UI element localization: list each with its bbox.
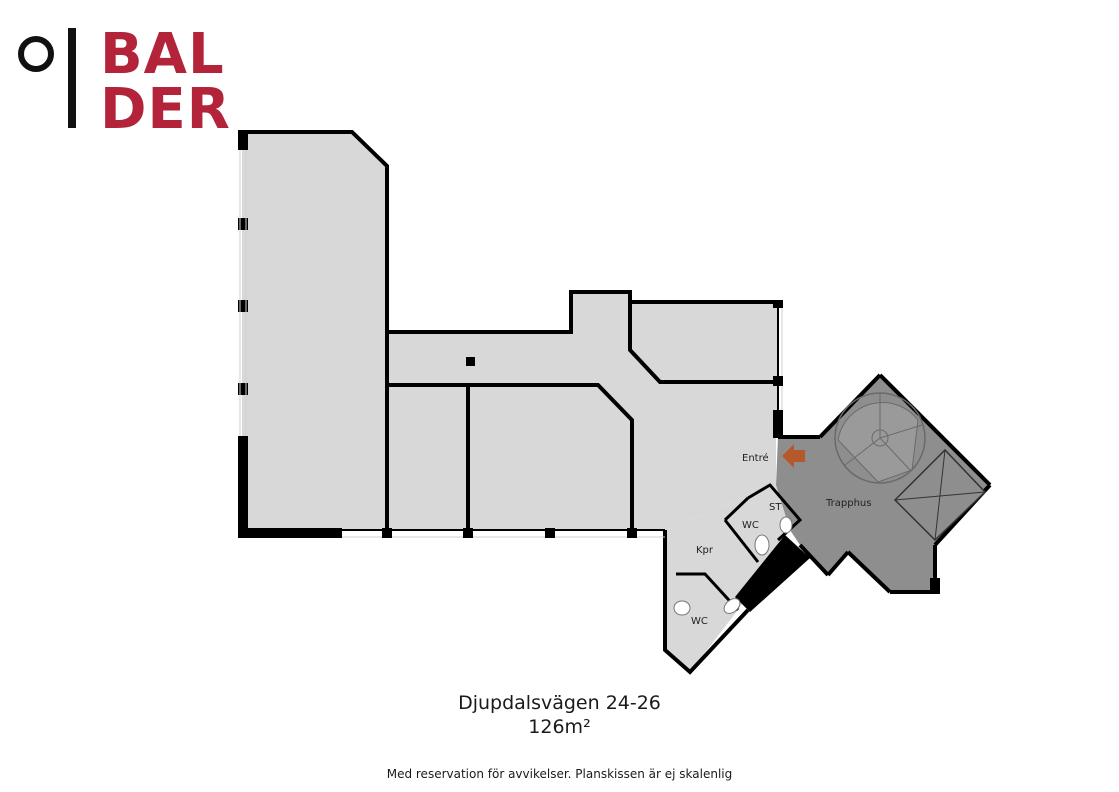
- logo-text-line2: DER: [100, 77, 231, 142]
- entrance-arrow-icon: [782, 444, 805, 468]
- right-exterior-wall: [773, 300, 783, 438]
- structural-column: [466, 357, 475, 366]
- left-exterior-wall: [238, 130, 342, 538]
- logo-text-line1: BAL: [100, 22, 225, 87]
- room-label-stairwell: Trapphus: [825, 498, 871, 509]
- room-label-entrance: Entré: [742, 452, 769, 464]
- stairwell-corner-block: [930, 578, 940, 594]
- office-floor: [242, 132, 778, 530]
- balder-logo: BAL DER: [18, 22, 231, 142]
- room-label-wc-small: WC: [742, 520, 759, 531]
- property-address: Djupdalsvägen 24-26: [458, 692, 661, 714]
- logo-divider: [68, 28, 76, 128]
- disclaimer-text: Med reservation för avvikelser. Planskis…: [386, 767, 733, 781]
- property-area: 126m²: [528, 716, 591, 738]
- service-core-walls: [676, 483, 803, 612]
- service-wing-floor: [665, 485, 790, 672]
- logo-ring-icon: [18, 36, 54, 72]
- room-label-storage: ST: [769, 502, 782, 513]
- outer-walls: [242, 130, 780, 675]
- toilet-icon: [673, 516, 793, 616]
- room-label-kitchenette: Kpr: [696, 545, 714, 556]
- core-thick-wall: [735, 535, 810, 612]
- bottom-exterior-wall: [342, 528, 665, 538]
- stairwell-walls: [778, 373, 992, 594]
- room-label-wc-large: WC: [691, 616, 708, 627]
- spiral-staircase-icon: [834, 392, 926, 484]
- elevator-shaft-icon: [893, 448, 987, 542]
